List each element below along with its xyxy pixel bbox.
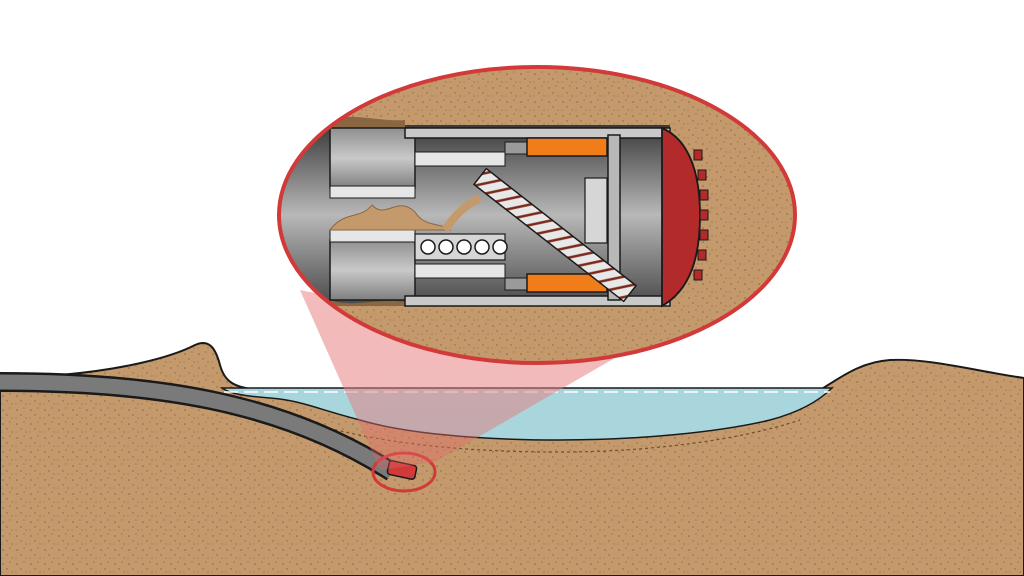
- magnified-view: [277, 65, 797, 365]
- zoom-cone: [300, 290, 620, 470]
- belt-conveyor: [414, 233, 508, 261]
- segment-strip: [329, 185, 416, 199]
- bulkhead-panel: [584, 177, 608, 244]
- segment-strip: [414, 263, 506, 279]
- lining-segment: [329, 127, 416, 189]
- machine-shell-bottom: [404, 295, 671, 307]
- bulkhead: [607, 134, 621, 301]
- hydraulic-ram-top: [504, 137, 608, 157]
- spoil-pile: [328, 204, 452, 231]
- lining-segment: [329, 239, 416, 301]
- cutter-head: [661, 126, 709, 308]
- spoil-stream: [441, 194, 482, 233]
- magnifier-ring: [277, 65, 797, 365]
- excavated-soil: [330, 116, 405, 128]
- machine-shell-top: [404, 127, 671, 139]
- screw-conveyor: [472, 167, 638, 303]
- segment-strip: [414, 151, 506, 167]
- tunnel-pipe: [0, 372, 398, 481]
- segment-strip: [329, 229, 416, 243]
